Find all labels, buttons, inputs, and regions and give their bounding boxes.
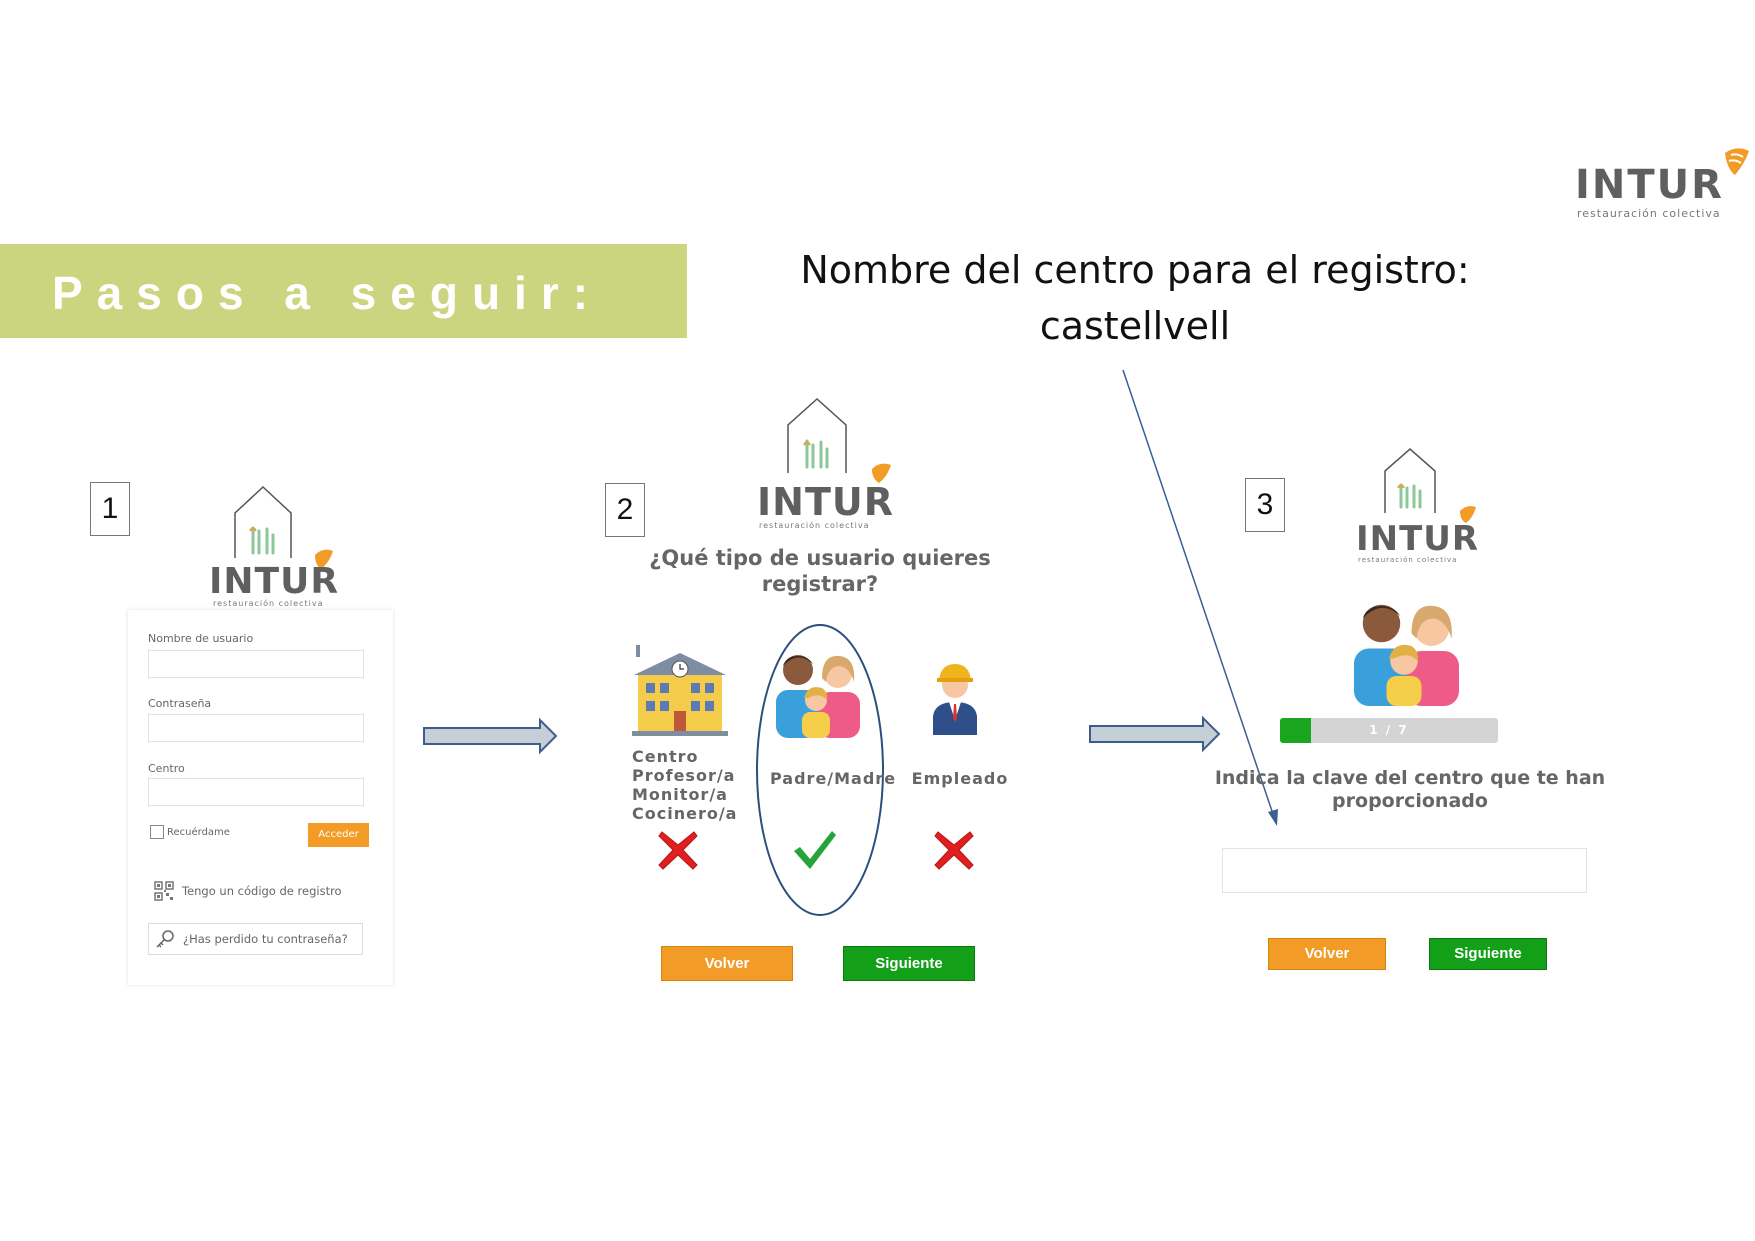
center-code-input[interactable] [1222, 848, 1587, 893]
center-name-heading: Nombre del centro para el registro: cast… [780, 242, 1490, 354]
step3-intur-logo: INTUR restauración colectiva [1348, 445, 1488, 564]
step-number-2: 2 [605, 483, 645, 537]
house-icon: INTUR restauración colectiva [1356, 448, 1479, 564]
check-icon [794, 831, 836, 869]
user-type-question: ¿Qué tipo de usuario quieres registrar? [649, 546, 991, 596]
register-code-link[interactable]: Tengo un código de registro [148, 876, 361, 906]
intur-corner-logo: INTUR restauración colectiva [1575, 145, 1750, 225]
qr-code-icon [154, 881, 174, 901]
login-button[interactable]: Acceder [308, 823, 369, 847]
step1-intur-logo: INTUR restauración colectiva [195, 483, 345, 608]
option-centro-line: Cocinero/a [632, 804, 738, 823]
step3-back-button[interactable]: Volver [1268, 938, 1386, 970]
option-centro-line: Profesor/a [632, 766, 736, 785]
banner-title: Pasos a seguir: [52, 267, 603, 319]
step2-intur-logo: INTUR restauración colectiva [745, 395, 905, 530]
pointer-line [1122, 369, 1278, 826]
step-number-1: 1 [90, 482, 130, 536]
register-code-label: Tengo un código de registro [182, 884, 342, 898]
svg-text:restauración colectiva: restauración colectiva [759, 520, 869, 530]
house-icon: INTUR restauración colectiva [209, 485, 339, 608]
worker-icon [933, 664, 977, 735]
step2-next-button[interactable]: Siguiente [843, 946, 975, 981]
cross-icon [934, 831, 974, 870]
username-input[interactable] [148, 650, 364, 678]
forgot-password-link[interactable]: ¿Has perdido tu contraseña? [148, 923, 363, 955]
house-icon: INTUR restauración colectiva [757, 397, 894, 530]
center-code-instruction: Indica la clave del centro que te han pr… [1214, 767, 1606, 812]
family-icon [776, 655, 860, 738]
arrow-step1-to-step2 [423, 717, 558, 755]
school-building-icon [632, 645, 728, 736]
registration-progress-bar: 1 / 7 [1280, 718, 1498, 743]
forgot-password-label: ¿Has perdido tu contraseña? [183, 932, 348, 946]
option-centro-line: Centro [632, 747, 699, 766]
option-employee-image[interactable] [925, 660, 985, 735]
step-number-3: 3 [1245, 478, 1285, 532]
option-employee-label: Empleado [911, 769, 1009, 788]
option-centro-line: Monitor/a [632, 785, 728, 804]
step3-family-image [1344, 596, 1469, 706]
svg-text:INTUR: INTUR [757, 480, 894, 524]
option-centro-image[interactable] [630, 645, 730, 740]
step2-back-button[interactable]: Volver [661, 946, 793, 981]
remember-checkbox[interactable] [150, 825, 164, 839]
center-name-value: castellvell [1039, 304, 1231, 348]
center-label: Centro [148, 762, 185, 775]
password-label: Contraseña [148, 697, 212, 710]
steps-banner: Pasos a seguir: [0, 244, 687, 338]
svg-text:INTUR: INTUR [209, 561, 339, 602]
center-name-label: Nombre del centro para el registro: [800, 248, 1470, 292]
svg-text:restauración colectiva: restauración colectiva [1358, 556, 1457, 563]
arrow-step2-to-step3 [1089, 715, 1221, 753]
username-label: Nombre de usuario [148, 632, 254, 645]
corner-logo-tagline: restauración colectiva [1577, 207, 1721, 220]
password-input[interactable] [148, 714, 364, 742]
key-icon [156, 930, 174, 948]
remember-me[interactable]: Recuérdame [150, 825, 230, 839]
step3-next-button[interactable]: Siguiente [1429, 938, 1547, 970]
corner-logo-word: INTUR [1575, 162, 1724, 208]
remember-label: Recuérdame [167, 826, 230, 838]
intur-logo-mark [1725, 148, 1749, 175]
svg-text:INTUR: INTUR [1356, 519, 1479, 559]
option-centro-label: Centro Profesor/a Monitor/a Cocinero/a [632, 747, 742, 823]
highlight-ellipse-parent-option [756, 624, 884, 916]
progress-label: 1 / 7 [1369, 723, 1409, 737]
center-input[interactable] [148, 778, 364, 806]
family-icon [1354, 604, 1459, 706]
option-parent-image[interactable] [768, 648, 868, 738]
cross-icon [658, 831, 698, 870]
login-form: Nombre de usuario Contraseña Centro Recu… [128, 610, 393, 985]
svg-text:restauración colectiva: restauración colectiva [213, 598, 323, 608]
option-parent-label: Padre/Madre [770, 769, 897, 788]
progress-fill [1280, 718, 1311, 743]
